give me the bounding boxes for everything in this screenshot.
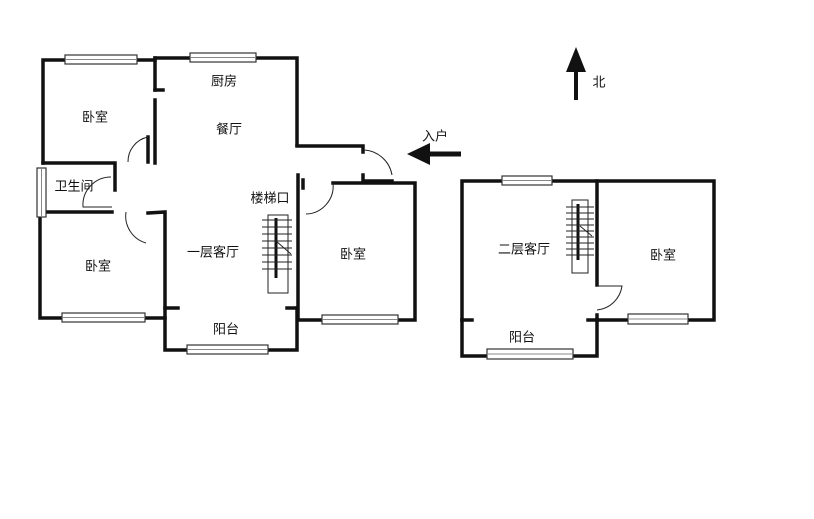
floor1-doors	[82, 136, 393, 244]
room-label-living-1f: 一层客厅	[186, 245, 240, 261]
entrance-label: 入户	[421, 129, 449, 145]
floor1-walls	[38, 56, 417, 352]
entrance-arrow-icon	[407, 143, 461, 165]
room-label-balcony-1f: 阳台	[212, 322, 240, 338]
floor2-doors	[596, 285, 623, 311]
room-label-living-2f: 二层客厅	[497, 242, 551, 258]
room-label-dining: 餐厅	[215, 122, 243, 138]
floor2-stairs	[566, 199, 594, 274]
room-label-stairwell: 楼梯口	[250, 191, 290, 207]
room-label-bedroom-sw: 卧室	[84, 259, 112, 275]
room-label-balcony-2f: 阳台	[508, 330, 536, 346]
room-label-bedroom-nw: 卧室	[81, 110, 109, 126]
room-label-bathroom: 卫生间	[54, 179, 94, 195]
room-label-bedroom-e: 卧室	[339, 247, 367, 263]
floor1-windows	[36, 52, 399, 355]
room-label-kitchen: 厨房	[210, 74, 238, 90]
floor1-stairs	[262, 214, 292, 294]
north-label: 北	[592, 75, 606, 91]
north-arrow-icon	[566, 47, 586, 100]
room-label-bedroom-2f: 卧室	[649, 248, 677, 264]
floor2-windows	[486, 175, 689, 360]
